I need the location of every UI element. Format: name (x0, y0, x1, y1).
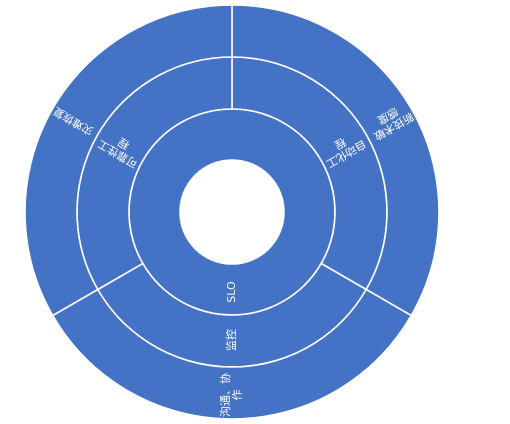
ring-2-label-1-line-0: 监控 (224, 329, 238, 351)
ring-3-segment-0 (231, 4, 440, 317)
ring-3-label-1-line-1: 作 (231, 390, 244, 401)
ring-2-label-1: 监控 (224, 329, 238, 351)
ring-1-label-0: SLO (225, 281, 238, 303)
ring-3-segment-2 (24, 4, 233, 317)
ring-3-label-1-line-0: 沟通、协 (218, 373, 232, 417)
ring-3-segment-1 (51, 288, 413, 420)
ring-3-label-1: 沟通、协作 (218, 373, 244, 417)
ring-1-label-0-line-0: SLO (225, 281, 238, 303)
